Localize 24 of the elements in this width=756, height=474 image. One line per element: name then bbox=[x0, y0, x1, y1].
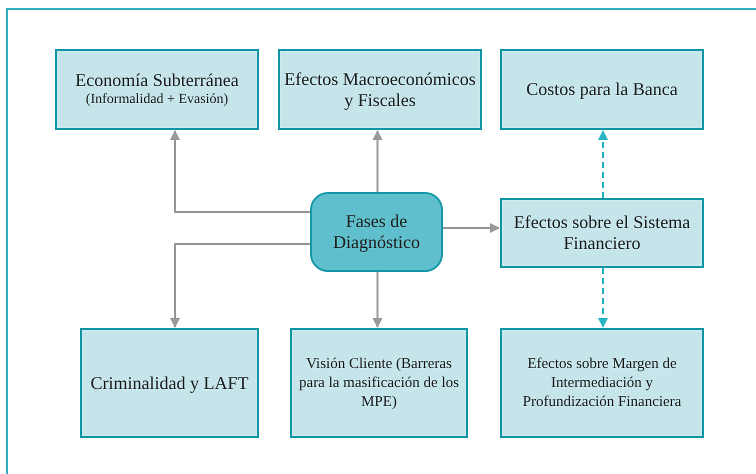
box-title: Visión Cliente (Barreras para la masificación de los MPE) bbox=[298, 354, 460, 412]
arrow bbox=[170, 243, 310, 328]
box-title: Economía Subterránea bbox=[75, 70, 239, 91]
box-title: Costos para la Banca bbox=[526, 79, 678, 100]
arrow bbox=[598, 130, 608, 198]
central-rounded-box bbox=[310, 192, 443, 272]
topic-box bbox=[500, 49, 704, 130]
topic-box bbox=[500, 198, 704, 268]
topic-box bbox=[55, 49, 259, 130]
arrow bbox=[372, 272, 382, 328]
topic-box bbox=[500, 328, 704, 438]
topic-box bbox=[278, 49, 482, 130]
arrow bbox=[598, 268, 608, 328]
box-title: Fases de Diagnóstico bbox=[332, 211, 421, 253]
box-title: Efectos sobre el Sistema Financiero bbox=[512, 212, 692, 254]
box-title: Efectos Macroeconómicos y Fiscales bbox=[284, 68, 476, 110]
arrow bbox=[372, 130, 382, 192]
arrow bbox=[443, 223, 500, 233]
arrow bbox=[170, 130, 310, 213]
box-title: Criminalidad y LAFT bbox=[90, 372, 248, 394]
topic-box bbox=[80, 328, 259, 438]
box-title: Efectos sobre Margen de Intermediación y Profundización Financiera bbox=[522, 354, 682, 412]
topic-box bbox=[290, 328, 468, 438]
box-subtitle: (Informalidad + Evasión) bbox=[86, 91, 228, 109]
